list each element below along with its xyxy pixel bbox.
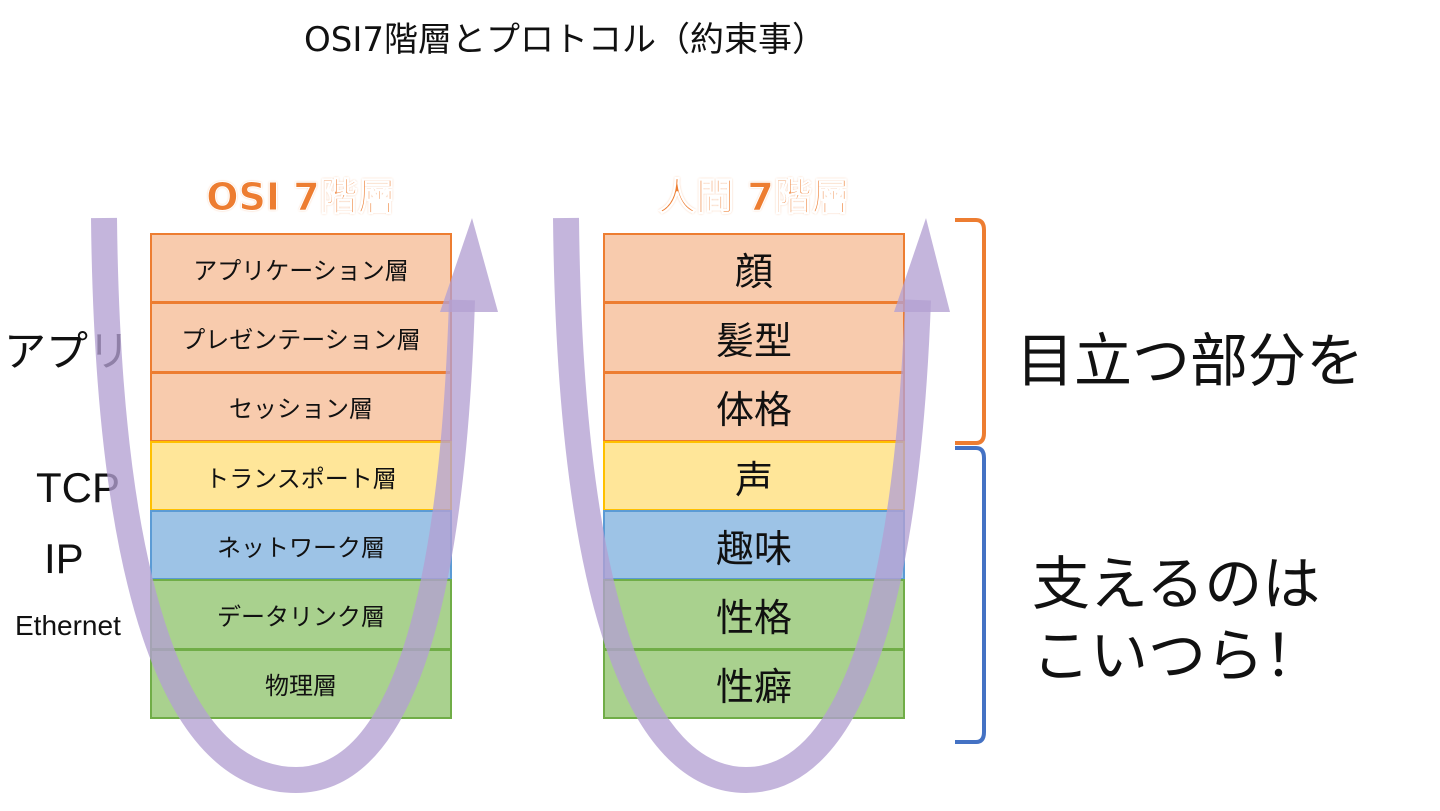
osi-layer-application: アプリケーション層 — [150, 233, 452, 304]
note-support-line1: 支えるのは — [1032, 550, 1321, 618]
osi-layer-stack: アプリケーション層 プレゼンテーション層 セッション層 トランスポート層 ネット… — [150, 233, 452, 720]
osi-layer-presentation: プレゼンテーション層 — [150, 302, 452, 373]
bracket-support — [955, 446, 986, 744]
osi-layer-transport: トランスポート層 — [150, 440, 452, 512]
human-layer-face: 顔 — [603, 233, 905, 304]
note-support-line2: こいつら！ — [1032, 622, 1323, 690]
human-layer-personality: 性格 — [603, 579, 905, 650]
u-arrow-osi — [91, 217, 498, 794]
human-layer-hairstyle: 髪型 — [603, 302, 905, 373]
u-arrow-human — [553, 217, 950, 794]
bracket-visible — [955, 218, 986, 445]
page-title: OSI7階層とプロトコル（約束事） — [303, 20, 826, 60]
osi-heading: OSI 7階層 — [206, 175, 396, 220]
osi-layer-session: セッション層 — [150, 371, 452, 442]
human-heading: 人間 7階層 — [658, 175, 851, 220]
note-visible-parts: 目立つ部分を — [1016, 327, 1365, 395]
human-layer-voice: 声 — [603, 440, 905, 512]
protocol-label-tcp: TCP — [36, 464, 120, 511]
human-layer-physique: 体格 — [603, 371, 905, 442]
protocol-label-ethernet: Ethernet — [15, 610, 121, 641]
protocol-label-ip: IP — [44, 535, 84, 582]
human-layer-hobby: 趣味 — [603, 510, 905, 581]
human-layer-stack: 顔 髪型 体格 声 趣味 性格 性癖 — [603, 233, 905, 720]
